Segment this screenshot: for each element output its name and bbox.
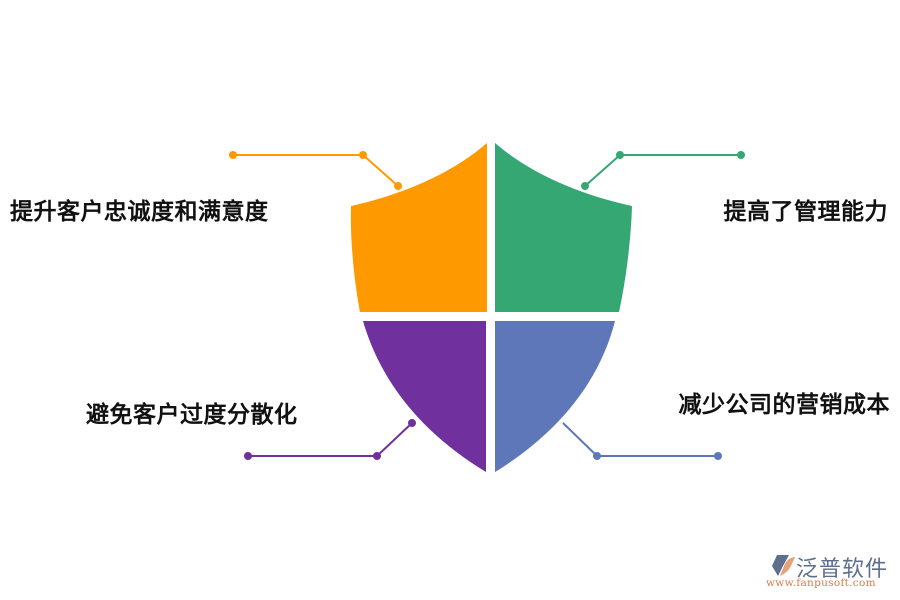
brand-name: 泛普软件 <box>796 557 889 582</box>
shield-quadrant-bottom-left <box>363 321 486 472</box>
connector-top-right <box>581 151 745 190</box>
quadrant-label-top-right: 提高了管理能力 <box>723 199 888 225</box>
connector-top-left <box>229 151 402 190</box>
quadrant-label-bottom-right: 减少公司的营销成本 <box>678 392 890 418</box>
fanpu-logo-icon <box>772 555 795 576</box>
brand-logo: 泛普软件 www.fanpusoft.com <box>766 551 896 591</box>
shield-quadrant-bottom-right <box>495 321 615 472</box>
connector-bottom-right <box>562 422 722 460</box>
brand-url: www.fanpusoft.com <box>766 577 876 589</box>
quadrant-label-top-left: 提升客户忠诚度和满意度 <box>10 199 269 225</box>
connector-bottom-left <box>244 419 416 460</box>
quadrant-label-bottom-left: 避免客户过度分散化 <box>86 402 298 428</box>
shield-quadrant-top-right <box>495 143 632 312</box>
shield-quadrant-top-left <box>350 143 487 312</box>
